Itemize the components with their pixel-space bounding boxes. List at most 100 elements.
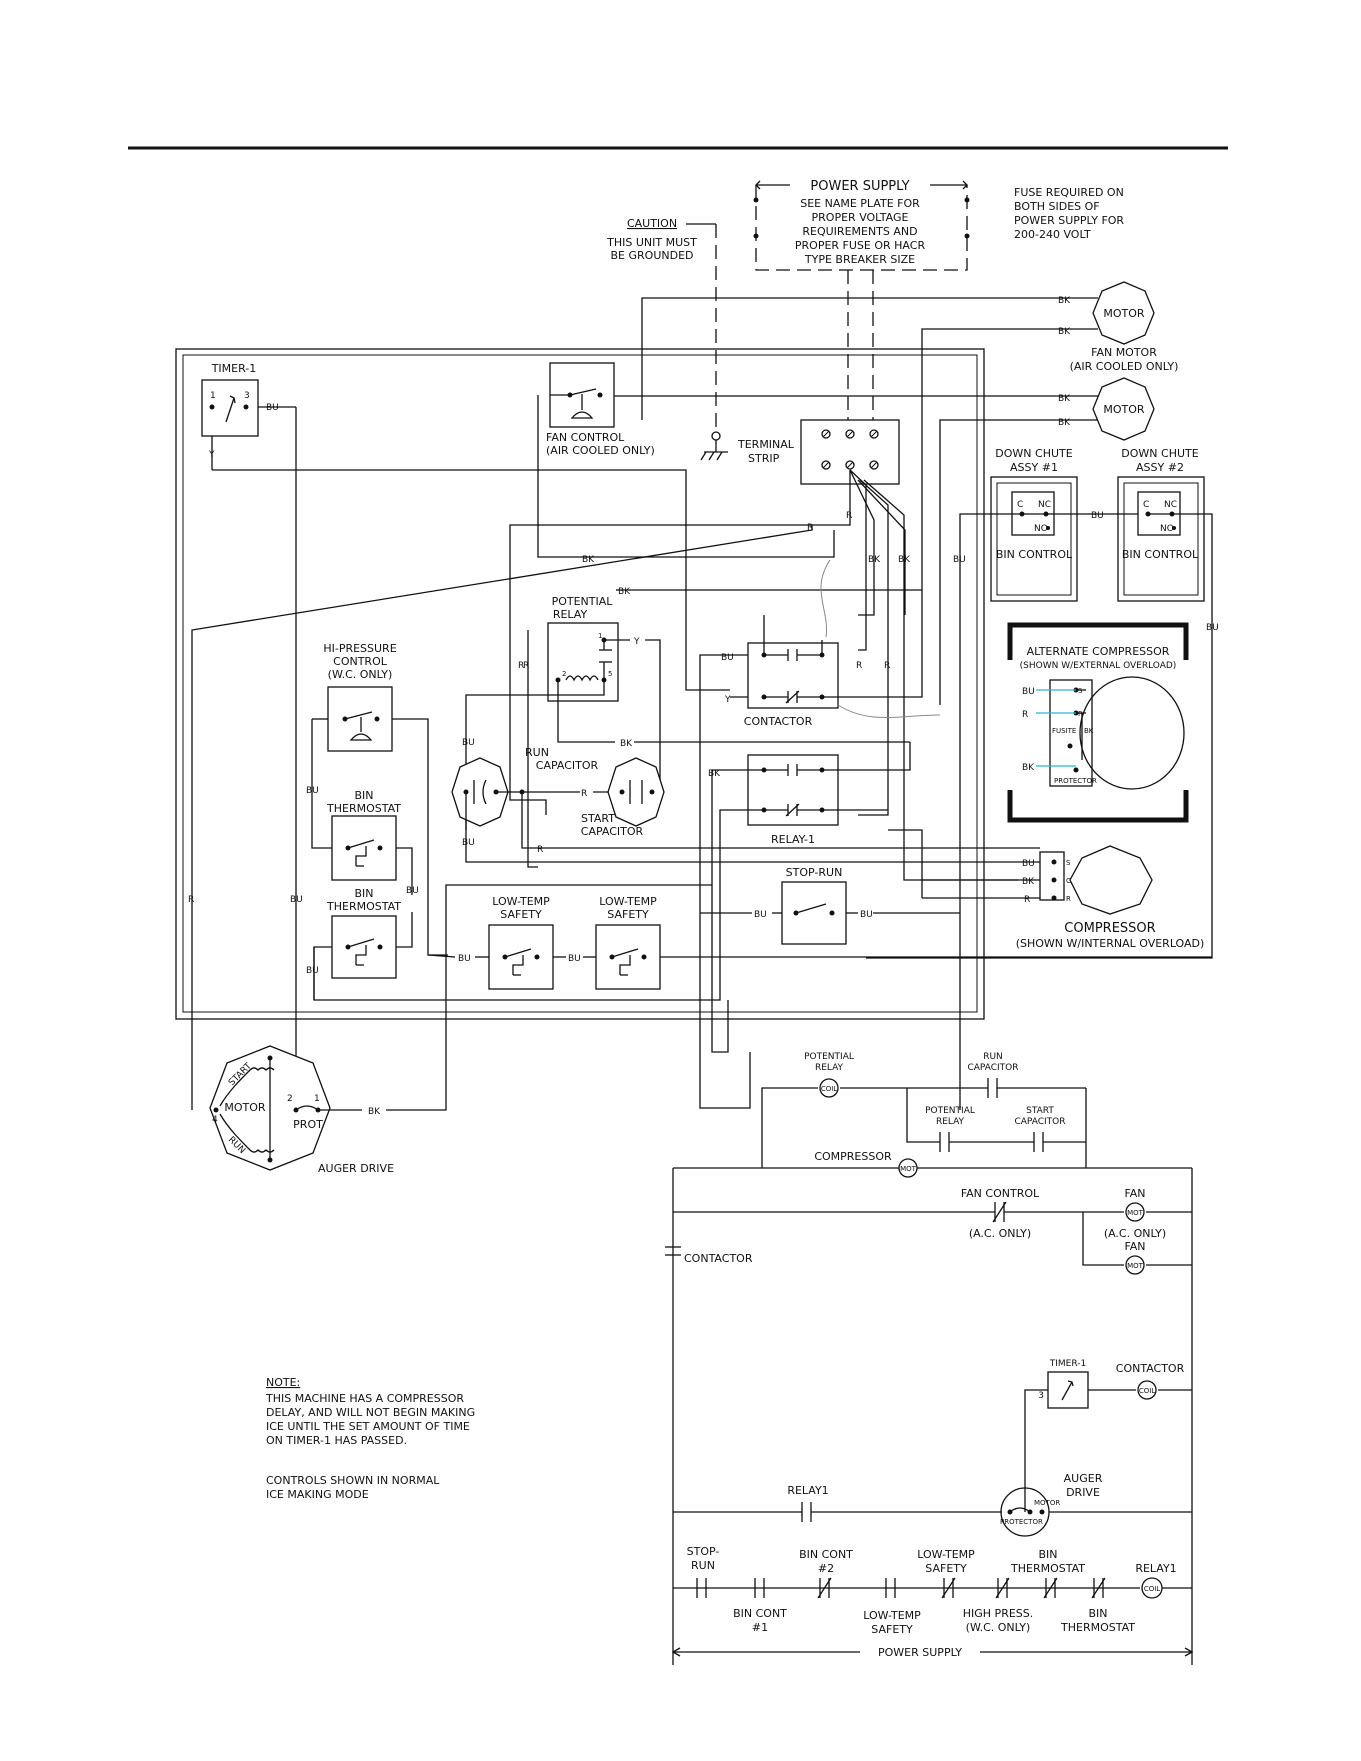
svg-text:R: R <box>856 661 862 671</box>
timer1: TIMER-1 1 3 BU Y <box>201 362 730 1110</box>
svg-text:BU: BU <box>1022 859 1035 869</box>
svg-text:COIL: COIL <box>821 1085 837 1093</box>
svg-text:Y: Y <box>724 695 731 705</box>
fan-control-label-1: FAN CONTROL <box>546 431 625 444</box>
stop-run-switch: STOP-RUN BU BU <box>700 866 960 945</box>
svg-text:BU: BU <box>721 653 734 663</box>
r-wire-left <box>191 525 813 1110</box>
ladder-auger-drive-1: AUGER <box>1064 1472 1103 1485</box>
timer1-label: TIMER-1 <box>211 362 257 375</box>
svg-text:COIL: COIL <box>1144 1585 1160 1593</box>
svg-text:BK: BK <box>1058 394 1071 404</box>
svg-text:NO: NO <box>1034 524 1048 534</box>
power-supply-title: POWER SUPPLY <box>810 179 909 194</box>
compressor-label: COMPRESSOR <box>1064 921 1155 936</box>
contactor: CONTACTOR BU Y <box>699 559 941 1109</box>
ladder-contactor-coil: CONTACTOR <box>1116 1362 1185 1375</box>
note-title: NOTE: <box>266 1376 300 1389</box>
bin-control-2-wire <box>866 513 1213 959</box>
svg-text:BK: BK <box>1058 296 1071 306</box>
fuse-note: FUSE REQUIRED ON BOTH SIDES OF POWER SUP… <box>1014 186 1124 241</box>
ladder-low-temp-bot-1: LOW-TEMP <box>863 1609 921 1622</box>
svg-text:BK: BK <box>1022 763 1035 773</box>
low-temp2-label-2: SAFETY <box>607 908 649 921</box>
svg-text:C: C <box>1017 500 1023 510</box>
fan-motor-label-2: (AIR COOLED ONLY) <box>1070 360 1179 373</box>
bin-control-2-label: BIN CONTROL <box>1122 548 1199 561</box>
hi-pressure-label-2: CONTROL <box>333 655 388 668</box>
svg-text:5: 5 <box>608 670 612 678</box>
svg-text:R: R <box>1066 895 1071 903</box>
ladder-timer1: TIMER-1 <box>1049 1359 1086 1369</box>
svg-text:S: S <box>1066 859 1071 867</box>
ladder-low-temp-top-1: LOW-TEMP <box>917 1548 975 1561</box>
start-capacitor-label-2: CAPACITOR <box>581 825 644 838</box>
ladder-low-temp-top-2: SAFETY <box>925 1562 967 1575</box>
svg-text:Y: Y <box>208 450 215 460</box>
svg-text:MOTOR: MOTOR <box>1034 1499 1060 1507</box>
svg-text:BK: BK <box>868 555 881 565</box>
fuse-note-4: 200-240 VOLT <box>1014 228 1091 241</box>
svg-text:BK: BK <box>1058 327 1071 337</box>
start-capacitor-label-1: START <box>581 812 615 825</box>
compressor: S C R COMPRESSOR (SHOWN W/INTERNAL OVERL… <box>888 829 1204 950</box>
relay1-label: RELAY-1 <box>771 833 815 846</box>
power-note-5: TYPE BREAKER SIZE <box>804 253 915 266</box>
svg-text:BU: BU <box>860 910 873 920</box>
terminal-label-2: STRIP <box>748 452 780 465</box>
svg-text:BU: BU <box>953 555 966 565</box>
svg-text:BU: BU <box>462 738 475 748</box>
svg-text:R: R <box>1078 710 1083 718</box>
down-chute-1: DOWN CHUTE ASSY #1 C NC NO BIN CONTROL <box>990 447 1078 602</box>
svg-text:NC: NC <box>1038 500 1051 510</box>
alternate-compressor: ALTERNATE COMPRESSOR (SHOWN W/EXTERNAL O… <box>1007 622 1189 823</box>
svg-text:2: 2 <box>562 670 566 678</box>
svg-text:R: R <box>807 523 813 533</box>
ladder-bin-cont1-2: #1 <box>752 1621 768 1634</box>
terminal-label-1: TERMINAL <box>737 438 795 451</box>
svg-text:BU: BU <box>1091 511 1104 521</box>
fan-motor-2: MOTOR <box>1092 377 1155 441</box>
ladder-potential-relay-2: RELAY <box>815 1063 844 1073</box>
svg-text:C: C <box>1066 877 1071 885</box>
svg-text:BK: BK <box>620 739 633 749</box>
svg-text:BK: BK <box>582 555 595 565</box>
down-chute1-label-1: DOWN CHUTE <box>995 447 1072 460</box>
alt-comp-label-2: (SHOWN W/EXTERNAL OVERLOAD) <box>1020 661 1177 671</box>
bin-thermostat1-label-1: BIN <box>354 789 373 802</box>
ladder-start-cap-2: CAPACITOR <box>1014 1117 1065 1127</box>
bin-control-1-label: BIN CONTROL <box>996 548 1073 561</box>
note-line-5: CONTROLS SHOWN IN NORMAL <box>266 1474 440 1487</box>
down-chute2-label-2: ASSY #2 <box>1136 461 1184 474</box>
svg-text:R: R <box>884 661 890 671</box>
auger-drive-label: AUGER DRIVE <box>318 1162 394 1175</box>
svg-text:Y: Y <box>633 637 640 647</box>
ladder-stop-run-1: STOP- <box>687 1545 720 1558</box>
power-note-1: SEE NAME PLATE FOR <box>800 197 920 210</box>
down-chute-2: DOWN CHUTE ASSY #2 C NC NO BIN CONTROL <box>1117 447 1205 602</box>
caution-title: CAUTION <box>627 217 677 230</box>
fan-control-label-2: (AIR COOLED ONLY) <box>546 444 655 457</box>
svg-text:R: R <box>1022 710 1028 720</box>
svg-text:1: 1 <box>210 391 216 401</box>
motor-label-1: MOTOR <box>1103 307 1145 320</box>
start-capacitor: START CAPACITOR <box>581 757 665 838</box>
svg-text:BK: BK <box>1084 727 1094 735</box>
svg-text:BK: BK <box>368 1107 381 1117</box>
svg-text:BK: BK <box>708 769 721 779</box>
stop-run-label: STOP-RUN <box>786 866 843 879</box>
ladder-high-press-1: HIGH PRESS. <box>963 1607 1034 1620</box>
potential-relay: POTENTIAL RELAY 1 2 5 Y BU BK <box>462 595 910 830</box>
ladder-potential-relay-3: POTENTIAL <box>925 1106 975 1116</box>
ladder-bin-cont2-2: #2 <box>818 1562 834 1575</box>
ladder-run-cap-1: RUN <box>983 1052 1003 1062</box>
auger-motor-label: MOTOR <box>224 1101 266 1114</box>
note-line-1: THIS MACHINE HAS A COMPRESSOR <box>265 1392 464 1405</box>
svg-text:MOT: MOT <box>1127 1262 1144 1270</box>
potential-relay-label-2: RELAY <box>553 608 588 621</box>
run-capacitor: RUN CAPACITOR <box>451 746 599 827</box>
ladder-potential-relay-1: POTENTIAL <box>804 1052 854 1062</box>
note-line-4: ON TIMER-1 HAS PASSED. <box>266 1434 407 1447</box>
ladder-relay1: RELAY1 <box>787 1484 828 1497</box>
ladder-diagram: COIL POTENTIAL RELAY RUN CAPACITOR POTEN… <box>665 1052 1194 1665</box>
